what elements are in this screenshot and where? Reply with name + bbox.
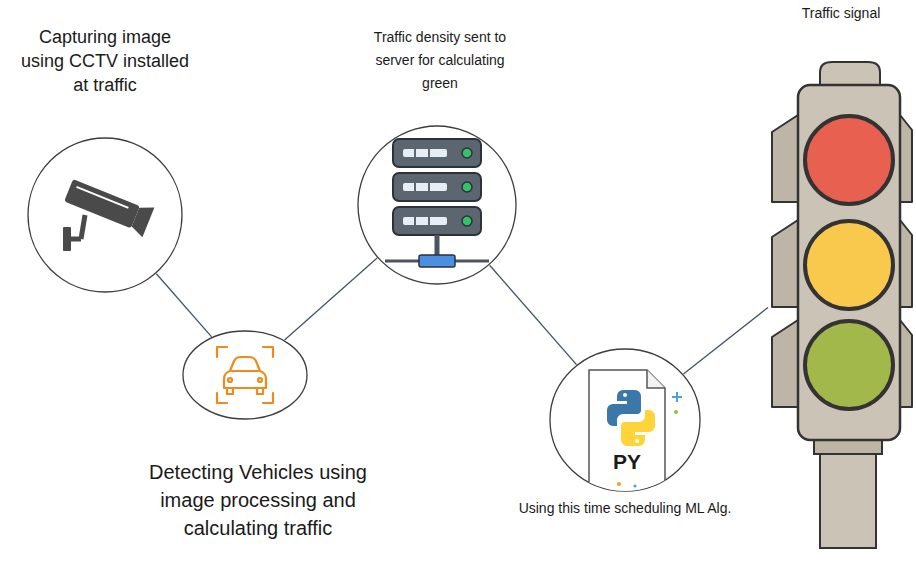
pole xyxy=(820,440,876,548)
node-caption: Using this time scheduling ML Alg. xyxy=(475,498,775,518)
caption-wrap: Detecting Vehicles using image processin… xyxy=(145,458,371,542)
connector-stroke xyxy=(285,258,378,340)
cctv-illustration xyxy=(27,137,183,293)
connector-stroke xyxy=(156,274,211,337)
file-type-label: PY xyxy=(597,450,657,474)
car-illustration xyxy=(182,330,308,420)
caption-wrap: Using this time scheduling ML Alg. xyxy=(475,498,775,518)
node-caption: Traffic density sent to server for calcu… xyxy=(365,26,515,95)
connector-line xyxy=(285,258,378,340)
light-illustration xyxy=(768,58,914,442)
caption-wrap: Traffic density sent to server for calcu… xyxy=(365,26,515,95)
connector-line xyxy=(683,307,768,374)
connector-stroke xyxy=(683,307,768,374)
vehicle-detection-circle: Detecting Vehicles using image processin… xyxy=(182,330,308,420)
node-caption: Traffic signal xyxy=(771,4,911,22)
node-caption: Capturing image using CCTV installed at … xyxy=(15,25,195,97)
node-caption: Detecting Vehicles using image processin… xyxy=(145,458,371,542)
traffic-light: Traffic signal xyxy=(768,58,914,442)
label-wrap: PY xyxy=(597,450,657,474)
server-illustration xyxy=(357,125,517,285)
connector-line xyxy=(156,274,211,337)
pole-collar xyxy=(814,440,882,454)
connector-stroke xyxy=(490,265,577,364)
cctv-circle: Capturing image using CCTV installed at … xyxy=(27,137,183,293)
connector-line xyxy=(490,265,577,364)
caption-wrap: Traffic signal xyxy=(771,4,911,22)
caption-wrap: Capturing image using CCTV installed at … xyxy=(15,25,195,97)
server-circle: Traffic density sent to server for calcu… xyxy=(357,125,517,285)
